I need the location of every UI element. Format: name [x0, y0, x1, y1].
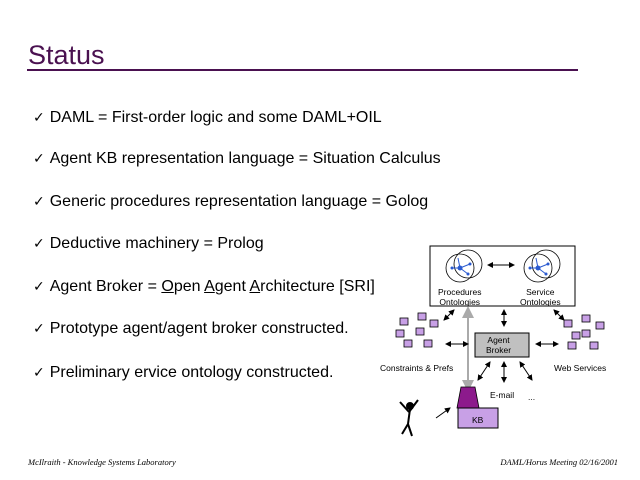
- bullet-deductive-machinery: ✓Deductive machinery = Prolog: [33, 235, 264, 252]
- bullet-daml: ✓DAML = First-order logic and some DAML+…: [33, 109, 382, 126]
- check-icon: ✓: [33, 236, 45, 252]
- kb-box: [457, 407, 499, 429]
- check-icon: ✓: [33, 279, 45, 295]
- email-label: E-mail: [490, 390, 515, 400]
- check-icon: ✓: [33, 194, 45, 210]
- ontologies-box: [429, 245, 576, 307]
- bullet-generic-procedures: ✓Generic procedures representation langu…: [33, 193, 429, 210]
- title-underline: [27, 69, 578, 71]
- check-icon: ✓: [33, 365, 45, 381]
- footer-right: DAML/Horus Meeting 02/16/2001: [500, 457, 618, 467]
- slide-title: Status: [28, 40, 105, 70]
- service-ontology-icon: [523, 249, 561, 283]
- check-icon: ✓: [33, 151, 45, 167]
- procedures-ontology-icon: [445, 249, 483, 283]
- constraints-agents-icon: [395, 312, 439, 348]
- check-icon: ✓: [33, 321, 45, 337]
- bullet-agent-kb: ✓Agent KB representation language = Situ…: [33, 150, 441, 167]
- footer-left: McIlraith - Knowledge Systems Laboratory: [28, 457, 176, 467]
- person-icon: [399, 399, 419, 437]
- constraints-prefs-label: Constraints & Prefs: [380, 363, 454, 373]
- kb-agent-icon: [456, 386, 480, 409]
- bullet-preliminary: ✓Preliminary ervice ontology constructed…: [33, 364, 334, 381]
- bullet-prototype: ✓Prototype agent/agent broker constructe…: [33, 320, 349, 337]
- web-services-agents-icon: [563, 314, 605, 350]
- ellipsis-label: ...: [528, 392, 536, 402]
- check-icon: ✓: [33, 110, 45, 126]
- web-services-label: Web Services: [554, 363, 607, 373]
- bullet-agent-broker: ✓Agent Broker = Open Agent Architecture …: [33, 278, 375, 295]
- kb-label: KB: [472, 415, 484, 425]
- agent-broker-box: [474, 332, 530, 358]
